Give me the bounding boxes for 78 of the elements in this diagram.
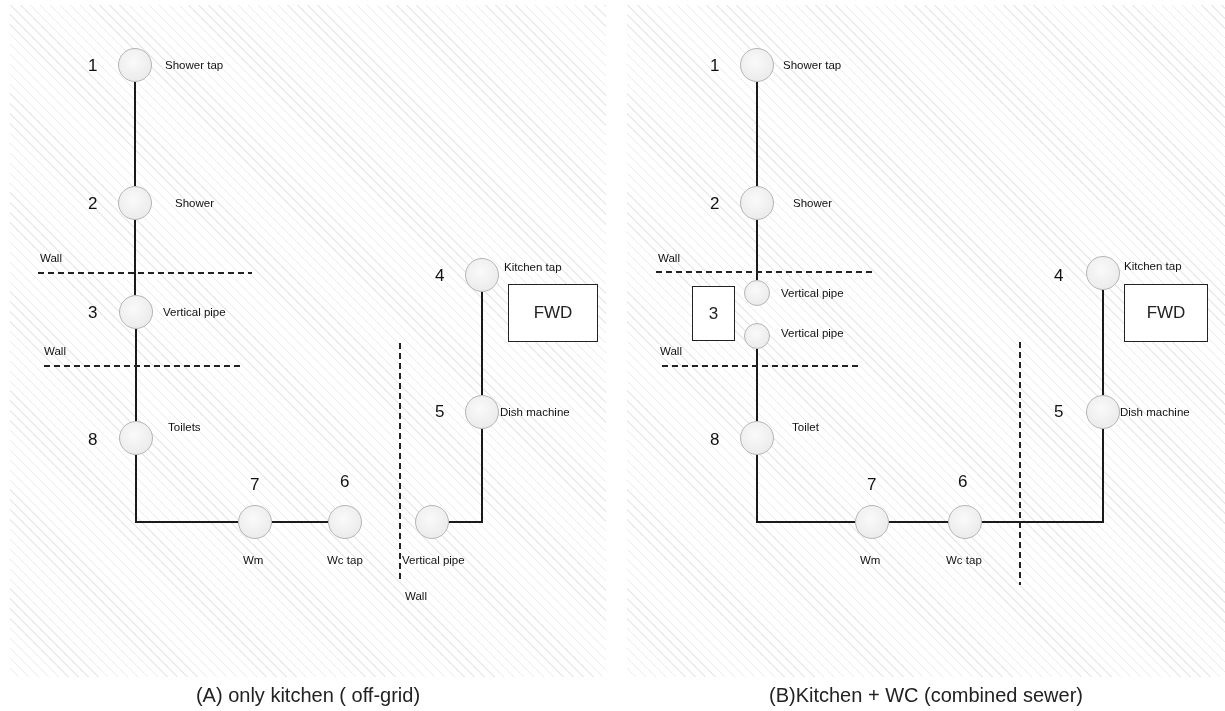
pipe-line bbox=[1102, 289, 1104, 396]
box-text: FWD bbox=[1146, 303, 1186, 323]
callout-number: 1 bbox=[88, 57, 98, 74]
fixture-circle bbox=[328, 505, 362, 539]
fixture-label: Wm bbox=[860, 555, 881, 567]
fixture-label: Kitchen tap bbox=[504, 262, 562, 274]
box-text: FWD bbox=[533, 303, 573, 323]
callout-number: 7 bbox=[867, 476, 877, 493]
fixture-label: Shower bbox=[175, 198, 214, 210]
fixture-label: Vertical pipe bbox=[163, 307, 226, 319]
callout-number: 7 bbox=[250, 476, 260, 493]
pipe-line bbox=[981, 428, 1104, 523]
fixture-label: Shower tap bbox=[165, 60, 224, 72]
fixture-label: Shower bbox=[793, 198, 832, 210]
fixture-circle bbox=[465, 395, 499, 429]
fixture-circle bbox=[740, 421, 774, 455]
fixture-label: Kitchen tap bbox=[1124, 261, 1182, 273]
callout-number: 1 bbox=[710, 57, 720, 74]
callout-number: 6 bbox=[340, 473, 350, 490]
fixture-circle bbox=[415, 505, 449, 539]
fixture-circle bbox=[119, 295, 153, 329]
fixture-circle bbox=[238, 505, 272, 539]
fixture-circle bbox=[948, 505, 982, 539]
callout-number: 4 bbox=[1054, 267, 1064, 284]
fixture-circle bbox=[740, 48, 774, 82]
fixture-circle bbox=[1086, 256, 1120, 290]
pipe-line bbox=[271, 521, 329, 523]
fixture-label: Toilet bbox=[792, 422, 819, 434]
pipe-line bbox=[756, 348, 758, 422]
label-box bbox=[692, 286, 735, 341]
fixture-label: Toilets bbox=[168, 422, 201, 434]
fixture-circle bbox=[744, 280, 770, 306]
pipe-line bbox=[135, 328, 137, 422]
fixture-circle bbox=[118, 48, 152, 82]
wall-label: Wall bbox=[40, 253, 62, 265]
pipe-line bbox=[756, 81, 758, 187]
callout-number: 8 bbox=[88, 431, 98, 448]
fixture-circle bbox=[118, 186, 152, 220]
wall-label: Wall bbox=[44, 346, 66, 358]
wall-label: Wall bbox=[660, 346, 682, 358]
pipe-line bbox=[134, 219, 136, 296]
callout-number: 2 bbox=[88, 195, 98, 212]
wall-label: Wall bbox=[405, 591, 427, 603]
fixture-label: Wm bbox=[243, 555, 264, 567]
fixture-circle bbox=[744, 323, 770, 349]
pipe-line bbox=[481, 291, 483, 396]
box-text: 3 bbox=[708, 303, 719, 324]
fixture-label: Dish machine bbox=[500, 407, 570, 419]
pipe-line bbox=[134, 81, 136, 187]
fixture-circle bbox=[119, 421, 153, 455]
fixture-label: Vertical pipe bbox=[402, 555, 465, 567]
pipe-line bbox=[756, 219, 758, 281]
pipe-line bbox=[448, 428, 483, 523]
panel-caption: (B)Kitchen + WC (combined sewer) bbox=[769, 684, 1083, 707]
fixture-label: Dish machine bbox=[1120, 407, 1190, 419]
fixture-label: Wc tap bbox=[327, 555, 363, 567]
callout-number: 2 bbox=[710, 195, 720, 212]
callout-number: 8 bbox=[710, 431, 720, 448]
callout-number: 6 bbox=[958, 473, 968, 490]
pipe-line bbox=[888, 521, 949, 523]
fixture-circle bbox=[1086, 395, 1120, 429]
callout-number: 3 bbox=[88, 304, 98, 321]
pipe-line bbox=[135, 454, 239, 523]
fixture-label: Vertical pipe bbox=[781, 288, 844, 300]
fixture-label: Shower tap bbox=[783, 60, 842, 72]
callout-number: 4 bbox=[435, 267, 445, 284]
fixture-label: Vertical pipe bbox=[781, 328, 844, 340]
fixture-circle bbox=[740, 186, 774, 220]
label-box bbox=[508, 284, 598, 342]
panel-caption: (A) only kitchen ( off-grid) bbox=[195, 684, 421, 707]
wall-label: Wall bbox=[658, 253, 680, 265]
callout-number: 5 bbox=[1054, 403, 1064, 420]
label-box bbox=[1124, 284, 1208, 342]
fixture-circle bbox=[855, 505, 889, 539]
pipe-line bbox=[756, 454, 856, 523]
fixture-label: Wc tap bbox=[946, 555, 982, 567]
callout-number: 5 bbox=[435, 403, 445, 420]
fixture-circle bbox=[465, 258, 499, 292]
